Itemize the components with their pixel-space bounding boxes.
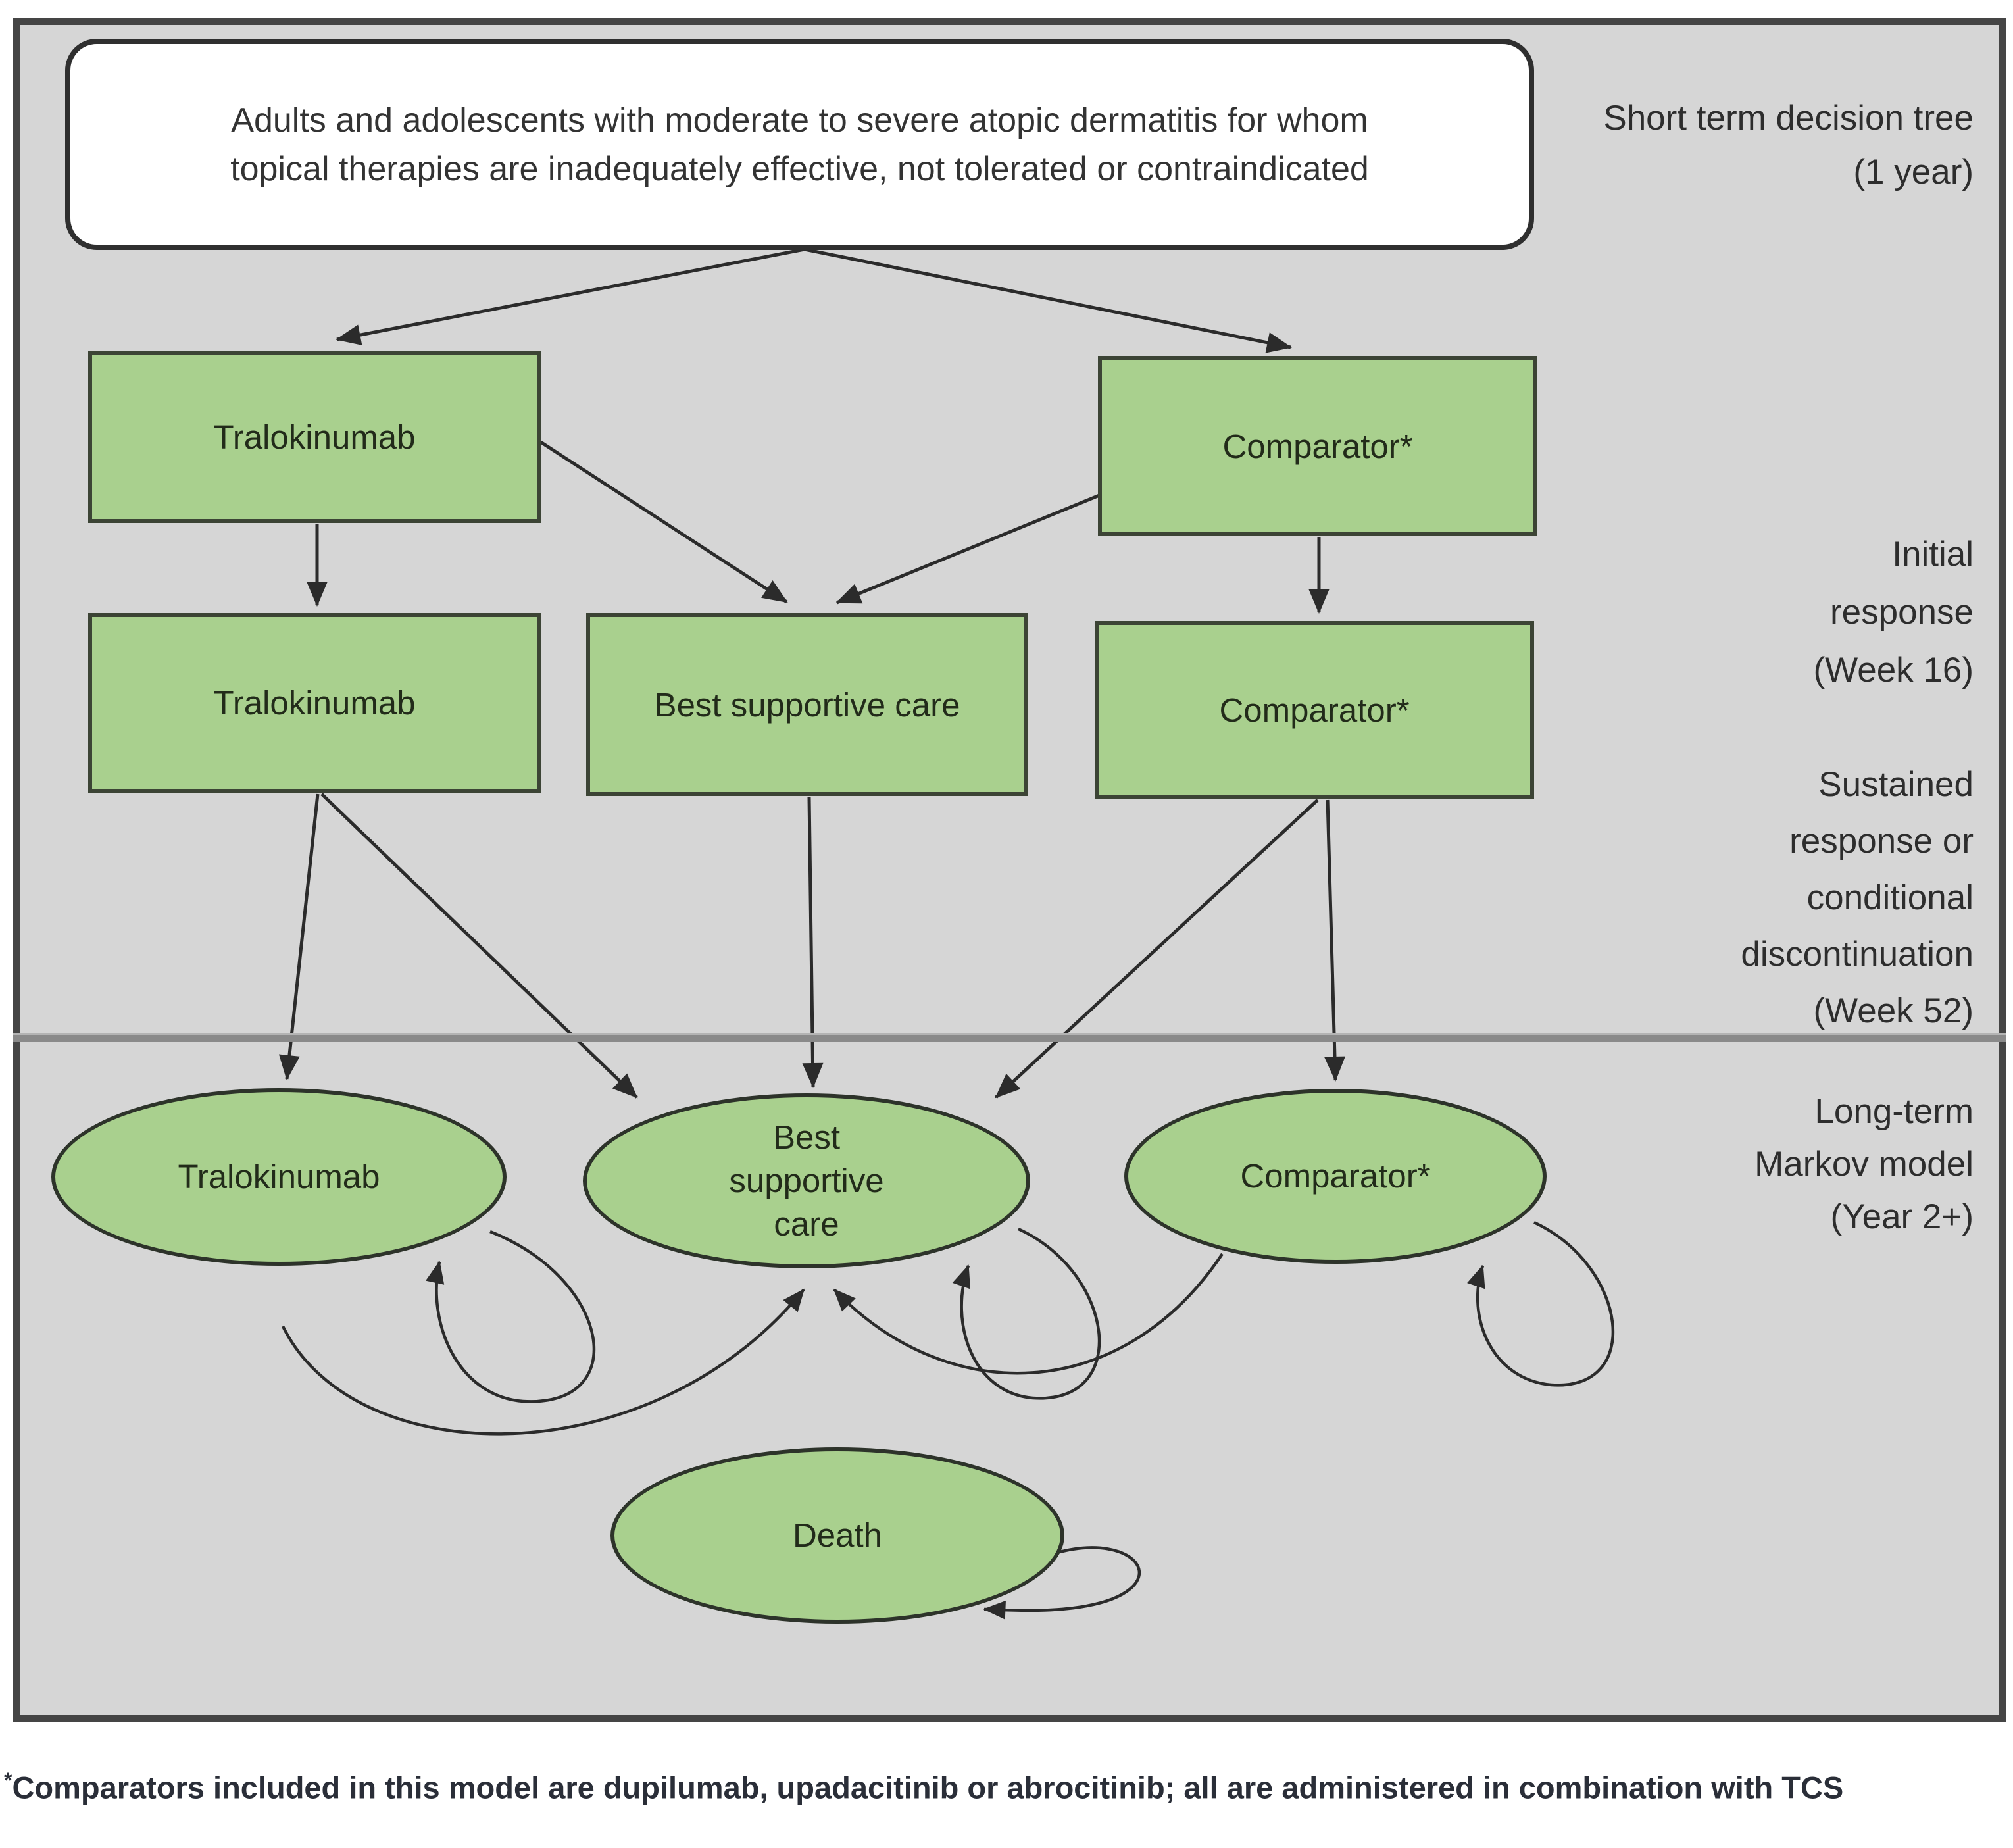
stage-line: discontinuation [1741, 935, 1974, 974]
box-label: Tralokinumab [213, 418, 416, 456]
loop-tralokinumab [426, 1230, 596, 1403]
state-comparator: Comparator* [1124, 1089, 1547, 1264]
stage-line: response or [1789, 822, 1974, 861]
state-label: Death [792, 1516, 883, 1554]
population-line: topical therapies are inadequately effec… [230, 149, 1369, 188]
stage-line: conditional [1806, 878, 1974, 917]
stage-line: Initial [1892, 535, 1974, 574]
box-bsc-week16: Best supportive care [586, 613, 1028, 796]
arrow-comparator-to-bsc [835, 493, 1100, 605]
arrow-tralokinumab-to-markov [278, 793, 320, 1080]
state-label: Tralokinumab [178, 1158, 380, 1195]
footnote-marker: * [4, 1768, 12, 1792]
arc-tralokinumab-to-bsc-state [281, 1288, 805, 1436]
diagram-panel [13, 18, 2006, 1722]
box-comparator-week16: Comparator* [1095, 621, 1534, 799]
stage-line: response [1829, 593, 1974, 632]
arrow-bsc-to-markov [802, 797, 824, 1088]
stage-line: (Week 16) [1813, 651, 1974, 689]
stage-label-short-term: Short term decision tree (1 year) [1603, 91, 1974, 199]
loop-death [983, 1546, 1141, 1620]
stage-label-initial-response: Initial response (Week 16) [1814, 526, 1974, 699]
loop-comparator [1467, 1220, 1614, 1387]
box-label: Tralokinumab [213, 684, 416, 722]
state-label: Comparator* [1240, 1157, 1431, 1195]
arrow-split-left [336, 247, 805, 345]
stage-label-sustained-response: Sustained response or conditional discon… [1741, 757, 1974, 1039]
stage-line: Sustained [1818, 765, 1974, 804]
box-label: Comparator* [1219, 691, 1410, 729]
stage-line: Short term decision tree [1603, 99, 1974, 137]
box-label: Best supportive care [654, 686, 960, 724]
stage-line: (Week 52) [1813, 991, 1974, 1030]
population-line: Adults and adolescents with moderate to … [231, 101, 1368, 139]
arrow-tralokinumab-to-bsc-markov [320, 793, 638, 1099]
arrow-split-right [804, 247, 1292, 353]
arrow-tralokinumab-to-bsc [539, 440, 788, 604]
box-tralokinumab-arm: Tralokinumab [88, 351, 541, 523]
model-boundary-divider [13, 1035, 2006, 1042]
arc-comparator-to-bsc-state [833, 1253, 1224, 1375]
stage-line: Markov model [1754, 1145, 1974, 1184]
arrow-comparator-to-bsc-markov [995, 799, 1319, 1099]
stage-label-long-term-markov: Long-term Markov model (Year 2+) [1754, 1086, 1974, 1243]
state-death: Death [610, 1447, 1064, 1624]
stage-line: Long-term [1814, 1092, 1974, 1131]
state-tralokinumab: Tralokinumab [51, 1088, 507, 1266]
arrow-comparator-to-markov [1324, 799, 1345, 1082]
stage-line: (1 year) [1853, 153, 1974, 191]
box-label: Comparator* [1222, 427, 1413, 465]
box-comparator-arm: Comparator* [1098, 356, 1537, 536]
footnote-text: Comparators included in this model are d… [12, 1770, 1844, 1805]
footnote: *Comparators included in this model are … [4, 1768, 2010, 1806]
state-bsc: Best supportive care [583, 1093, 1030, 1268]
loop-bsc [952, 1227, 1101, 1400]
box-tralokinumab-week16: Tralokinumab [88, 613, 541, 793]
stage-line: (Year 2+) [1830, 1197, 1974, 1236]
population-box: Adults and adolescents with moderate to … [65, 39, 1534, 250]
state-label: Best supportive care [729, 1118, 884, 1243]
